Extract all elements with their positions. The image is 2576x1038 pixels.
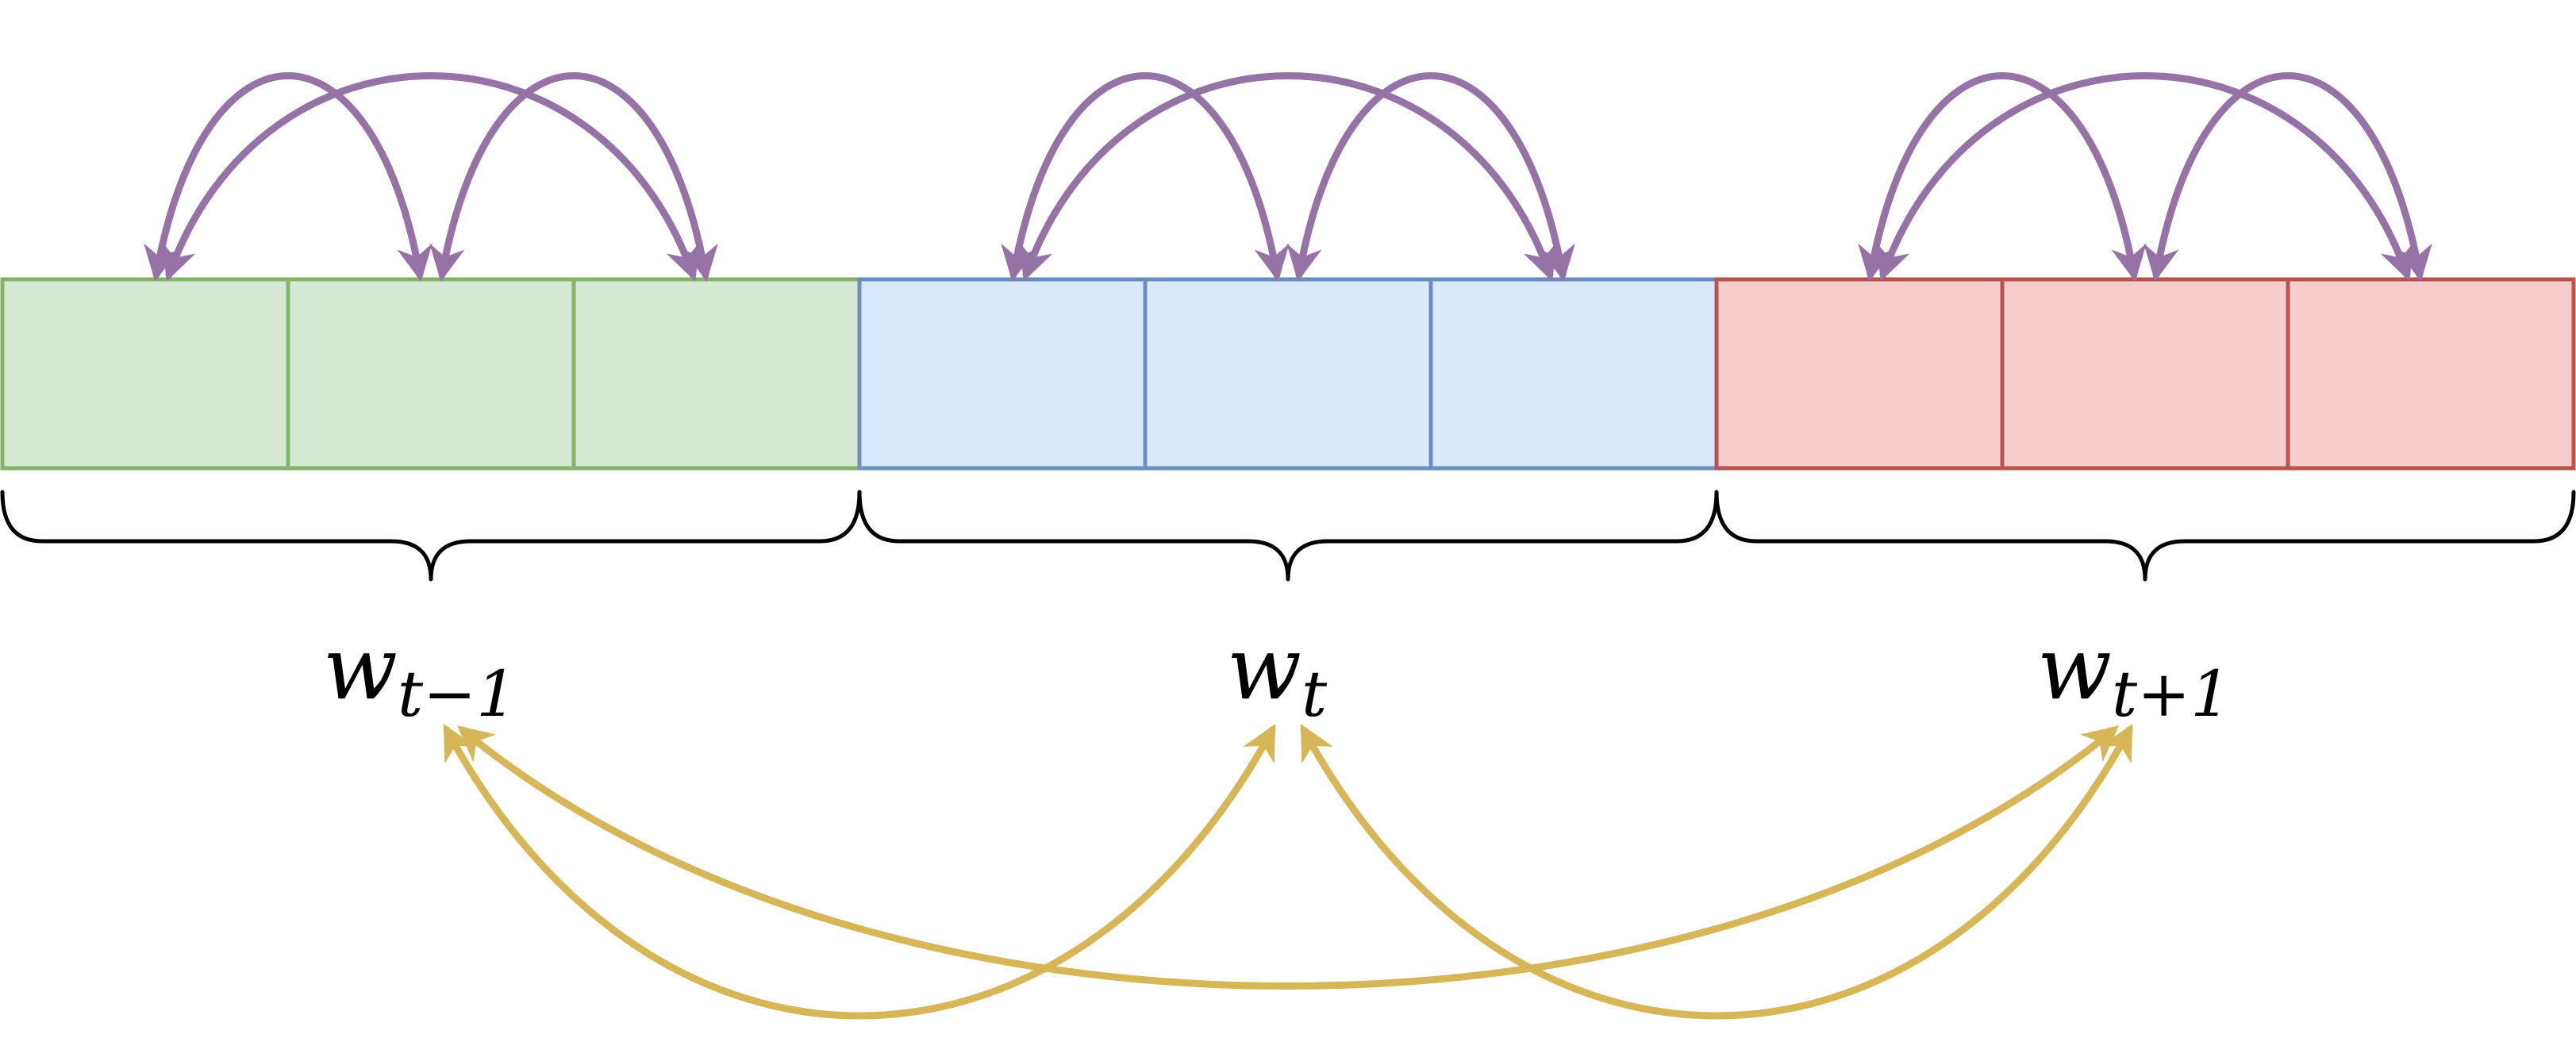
token-cell-next-3	[2286, 277, 2576, 471]
label-sub: t−1	[398, 657, 517, 731]
label-main: w	[2037, 617, 2112, 719]
label-sub: t+1	[2112, 657, 2231, 731]
inter-arrow-curr-next	[1300, 724, 2133, 1020]
token-cell-next-1	[1714, 277, 2005, 471]
label-main: w	[323, 617, 398, 719]
intra-arrow-prev-arc-2-3	[429, 72, 718, 282]
token-cell-prev-2	[286, 277, 576, 471]
intra-arrow-curr-arc-1-3	[1018, 72, 1558, 282]
token-cells	[0, 277, 2576, 471]
intra-arrow-prev-arc-1-2	[144, 72, 433, 282]
label-main: w	[1227, 617, 1301, 719]
window-label-next: wt+1	[2037, 617, 2231, 731]
intra-arrow-next-arc-1-2	[1858, 72, 2147, 282]
token-cell-next-2	[2000, 277, 2290, 471]
window-label-prev: wt−1	[323, 617, 517, 731]
brace-next	[1714, 490, 2576, 582]
token-cell-curr-3	[1428, 277, 1719, 471]
inter-window-arrows	[443, 724, 2133, 1020]
token-cell-curr-1	[857, 277, 1148, 471]
window-braces	[0, 490, 2576, 582]
brace-prev	[0, 490, 862, 582]
intra-arrow-next-arc-1-3	[1875, 72, 2415, 282]
window-label-curr: wt	[1227, 617, 1328, 731]
token-cell-curr-2	[1143, 277, 1433, 471]
intra-arrow-curr-arc-1-2	[1001, 72, 1290, 282]
token-cell-prev-1	[0, 277, 290, 471]
label-sub: t	[1301, 657, 1328, 731]
inter-arrow-prev-curr	[443, 724, 1276, 1020]
intra-arrow-prev-arc-1-3	[161, 72, 701, 282]
inter-arrow-prev-next	[457, 725, 2119, 990]
intra-arrow-next-arc-2-3	[2143, 72, 2432, 282]
intra-window-arrows	[144, 72, 2432, 282]
intra-arrow-curr-arc-2-3	[1286, 72, 1575, 282]
brace-curr	[857, 490, 1719, 582]
token-cell-prev-3	[571, 277, 862, 471]
